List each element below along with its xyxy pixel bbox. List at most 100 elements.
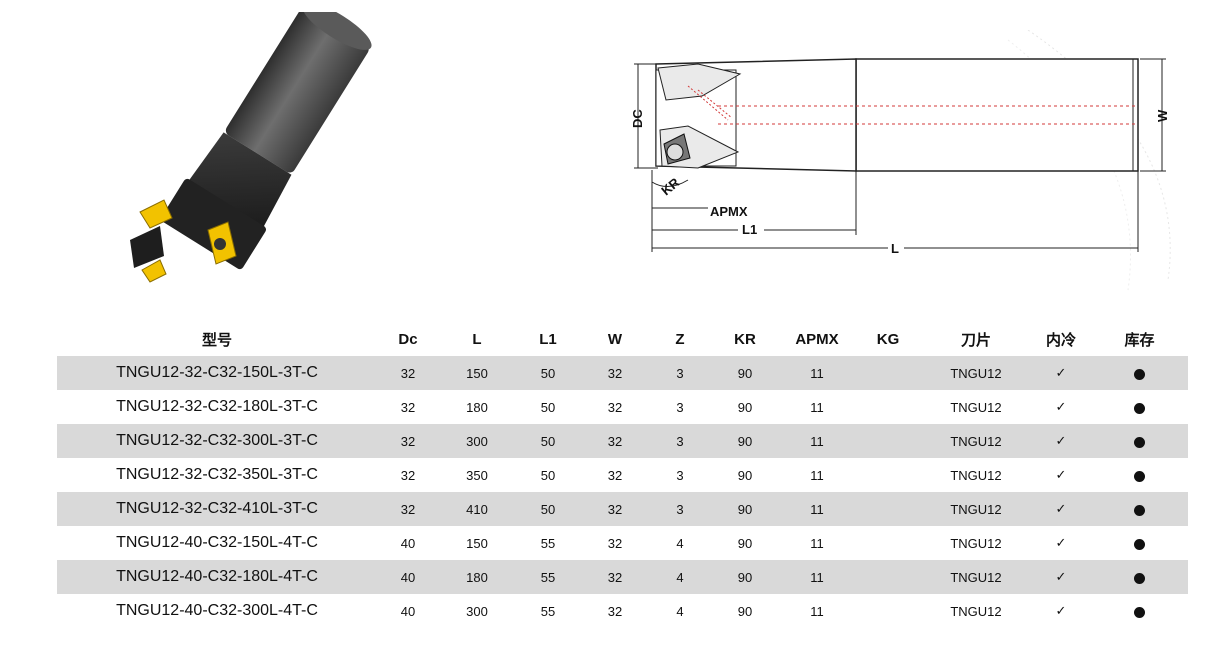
- cell-text: 55: [540, 603, 556, 619]
- cell-insert: TNGU12: [921, 526, 1031, 560]
- cell-text: TNGU12-40-C32-180L-4T-C: [116, 568, 318, 585]
- cell-text: TNGU12-32-C32-350L-3T-C: [116, 466, 318, 483]
- cell-kr: 90: [711, 560, 779, 594]
- cell-stock: [1091, 526, 1188, 560]
- cell-l1: 55: [515, 594, 581, 628]
- cell-text: 11: [810, 365, 824, 381]
- check-icon: ✓: [1055, 365, 1067, 380]
- header-l: L: [472, 330, 482, 348]
- cell-text: 50: [540, 501, 556, 517]
- cell-text: TNGU12-32-C32-300L-3T-C: [116, 432, 318, 449]
- cell-insert: TNGU12: [921, 356, 1031, 390]
- check-icon: ✓: [1055, 501, 1067, 516]
- cell-text: 11: [810, 535, 824, 551]
- cell-l: 350: [439, 458, 515, 492]
- cell-text: 32: [607, 535, 623, 551]
- cell-model: TNGU12-40-C32-150L-4T-C: [57, 526, 377, 560]
- cell-text: 11: [810, 467, 824, 483]
- cell-text: 32: [400, 501, 416, 517]
- cell-stock: [1091, 356, 1188, 390]
- cell-text: 32: [400, 467, 416, 483]
- cell-kr: 90: [711, 390, 779, 424]
- cell-text: 11: [810, 433, 824, 449]
- cell-w: 32: [581, 458, 649, 492]
- in-stock-dot-icon: [1134, 606, 1145, 618]
- cell-text: 3: [676, 467, 684, 483]
- cell-stock: [1091, 390, 1188, 424]
- cell-apmx: 11: [779, 560, 855, 594]
- cell-model: TNGU12-32-C32-350L-3T-C: [57, 458, 377, 492]
- cell-text: 4: [676, 569, 684, 585]
- cell-text: 90: [737, 467, 753, 483]
- header-model: 型号: [201, 331, 232, 349]
- cell-text: 32: [400, 433, 416, 449]
- cell-coolant: ✓: [1031, 560, 1091, 594]
- cell-text: 32: [607, 467, 623, 483]
- cell-text: 90: [737, 433, 753, 449]
- w-label: W: [1155, 109, 1170, 122]
- cell-l: 300: [439, 594, 515, 628]
- cell-kr: 90: [711, 458, 779, 492]
- cell-z: 3: [649, 492, 711, 526]
- kr-label: KR: [658, 174, 682, 198]
- cell-kg: [855, 424, 921, 458]
- cell-coolant: ✓: [1031, 594, 1091, 628]
- header-kr: KR: [734, 330, 756, 348]
- cell-text: 4: [676, 535, 684, 551]
- cell-l: 150: [439, 526, 515, 560]
- cell-text: 350: [466, 467, 488, 483]
- cell-l1: 55: [515, 526, 581, 560]
- cell-stock: [1091, 424, 1188, 458]
- cell-apmx: 11: [779, 458, 855, 492]
- cell-coolant: ✓: [1031, 390, 1091, 424]
- cell-apmx: 11: [779, 594, 855, 628]
- in-stock-dot-icon: [1134, 470, 1145, 482]
- cell-z: 3: [649, 390, 711, 424]
- header-l1: L1: [539, 330, 557, 348]
- cell-text: 40: [400, 569, 416, 585]
- cell-z: 3: [649, 458, 711, 492]
- cell-l1: 50: [515, 356, 581, 390]
- cell-text: 90: [737, 535, 753, 551]
- cell-text: 11: [810, 603, 824, 619]
- header-z: Z: [675, 330, 685, 348]
- cell-w: 32: [581, 594, 649, 628]
- tool-dimension-drawing: DC W KR APMX L1 L: [630, 30, 1171, 291]
- cell-text: TNGU12-40-C32-300L-4T-C: [116, 602, 318, 619]
- cell-dc: 32: [377, 390, 439, 424]
- cell-text: 32: [607, 365, 623, 381]
- cell-text: 300: [466, 603, 488, 619]
- cell-text: 90: [737, 399, 753, 415]
- cell-stock: [1091, 594, 1188, 628]
- cell-text: TNGU12: [950, 433, 1002, 449]
- cell-l: 150: [439, 356, 515, 390]
- cell-text: 32: [607, 501, 623, 517]
- cell-text: 300: [466, 433, 488, 449]
- cell-text: TNGU12-32-C32-410L-3T-C: [116, 500, 318, 517]
- cell-model: TNGU12-32-C32-410L-3T-C: [57, 492, 377, 526]
- cell-coolant: ✓: [1031, 424, 1091, 458]
- cell-kg: [855, 492, 921, 526]
- check-icon: ✓: [1055, 603, 1067, 618]
- cell-w: 32: [581, 356, 649, 390]
- cell-text: TNGU12-32-C32-180L-3T-C: [116, 398, 318, 415]
- header-stock: 库存: [1124, 331, 1155, 349]
- cell-w: 32: [581, 492, 649, 526]
- check-icon: ✓: [1055, 569, 1067, 584]
- cell-text: 32: [607, 603, 623, 619]
- table-header-row: 型号 Dc L L1 W Z KR APMX KG 刀片 内冷 库存: [57, 322, 1188, 356]
- cell-text: TNGU12: [950, 399, 1002, 415]
- cell-stock: [1091, 492, 1188, 526]
- cell-text: TNGU12-40-C32-150L-4T-C: [116, 534, 318, 551]
- cell-kr: 90: [711, 594, 779, 628]
- cell-l1: 55: [515, 560, 581, 594]
- cell-insert: TNGU12: [921, 594, 1031, 628]
